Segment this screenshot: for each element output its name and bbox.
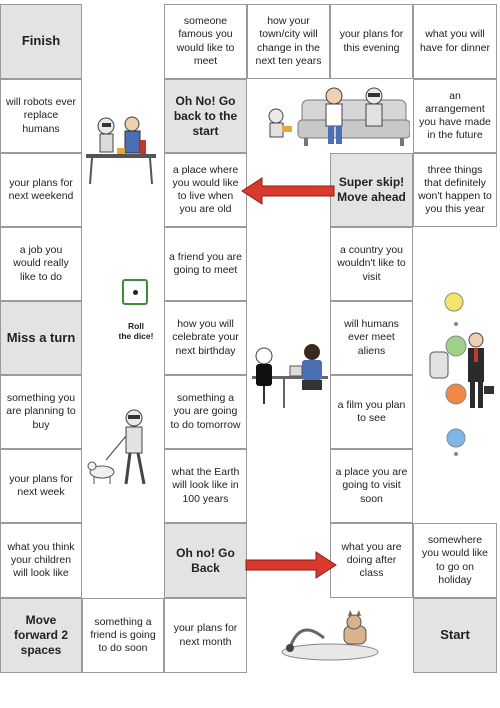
square-tomorrow: something a you are going to do tomorrow [164, 375, 247, 449]
square-move-forward: Move forward 2 spaces [0, 598, 82, 673]
sofa-robots-illustration [268, 87, 410, 146]
roll-dice-label: Roll the dice! [118, 321, 154, 341]
square-miss-turn: Miss a turn [0, 301, 82, 375]
square-earth-100: what the Earth will look like in 100 yea… [164, 449, 247, 523]
square-friend-meet: a friend you are going to meet [164, 227, 247, 301]
red-arrow-left-icon [241, 177, 335, 205]
square-film: a film you plan to see [330, 375, 413, 449]
robot-walking-dog-illustration [87, 409, 146, 485]
square-next-week: your plans for next week [0, 449, 82, 523]
square-oh-no-start: Oh No! Go back to the start [164, 79, 247, 153]
square-job: a job you would really like to do [0, 227, 82, 301]
dice-icon[interactable] [122, 279, 148, 305]
square-live-when-old: a place where you would like to live whe… [164, 153, 247, 227]
square-birthday: how you will celebrate your next birthda… [164, 301, 247, 375]
red-arrow-right-icon [245, 551, 337, 579]
square-super-skip: Super skip! Move ahead [330, 153, 413, 227]
square-country: a country you wouldn't like to visit [330, 227, 413, 301]
square-children: what you think your children will look l… [0, 523, 82, 598]
square-next-month: your plans for next month [164, 598, 247, 673]
square-arrangement: an arrangement you have made in the futu… [413, 79, 497, 153]
man-thinking-emoji-illustration [429, 292, 494, 456]
square-plans-weekend: your plans for next weekend [0, 153, 82, 227]
computer-desk-illustration [252, 344, 328, 408]
square-visit-soon: a place you are going to visit soon [330, 449, 413, 523]
square-holiday: somewhere you would like to go on holida… [413, 523, 497, 598]
square-famous-person: someone famous you would like to meet [164, 4, 247, 79]
robot-old-man-illustration [86, 116, 156, 185]
square-plans-evening: your plans for this evening [330, 4, 413, 79]
square-town-change: how your town/city will change in the ne… [247, 4, 330, 79]
robot-vacuum-cat-illustration [281, 610, 379, 661]
square-finish: Finish [0, 4, 82, 79]
square-robots-replace: will robots ever replace humans [0, 79, 82, 153]
square-aliens: will humans ever meet aliens [330, 301, 413, 375]
square-friend-soon: something a friend is going to do soon [82, 598, 164, 673]
square-three-things: three things that definitely won't happe… [413, 153, 497, 227]
square-start: Start [413, 598, 497, 673]
square-dinner: what you will have for dinner [413, 4, 497, 79]
square-oh-no-back: Oh no! Go Back [164, 523, 247, 598]
square-after-class: what you are doing after class [330, 523, 413, 598]
square-planning-buy: something you are planning to buy [0, 375, 82, 449]
